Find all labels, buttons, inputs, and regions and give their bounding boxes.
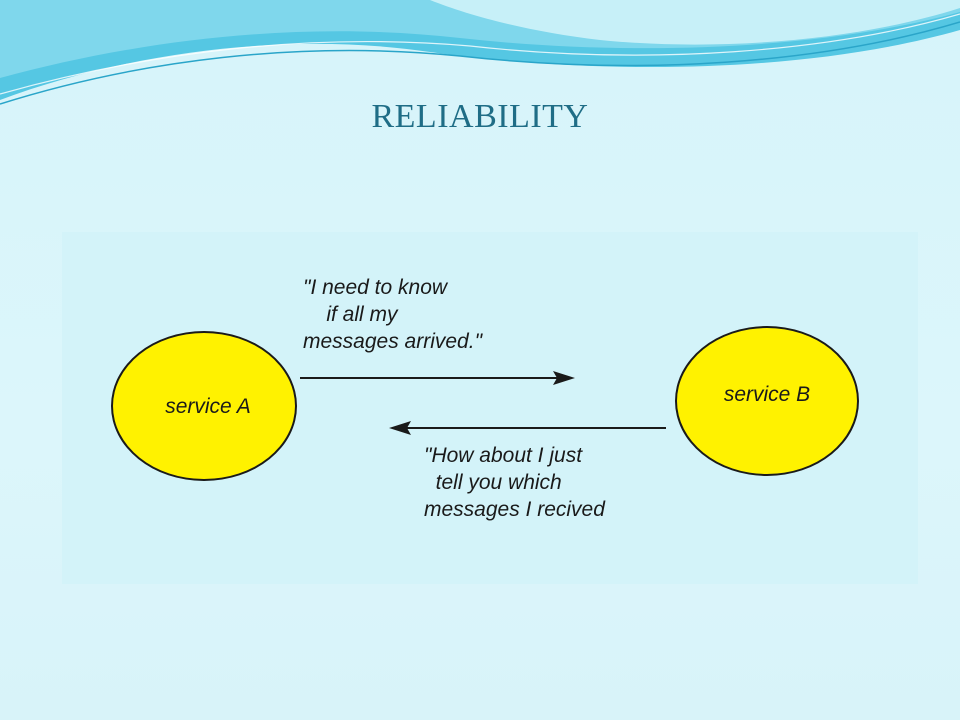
service-a-node: service A (111, 331, 297, 481)
service-a-label: service A (165, 395, 251, 418)
service-b-node: service B (675, 326, 859, 476)
message-a-to-b: "I need to know if all my messages arriv… (303, 276, 483, 353)
header-wave-decoration (0, 0, 960, 105)
slide-title: RELIABILITY (371, 98, 589, 135)
service-b-label: service B (723, 383, 811, 406)
message-b-to-a: "How about I just tell you which message… (424, 444, 605, 521)
